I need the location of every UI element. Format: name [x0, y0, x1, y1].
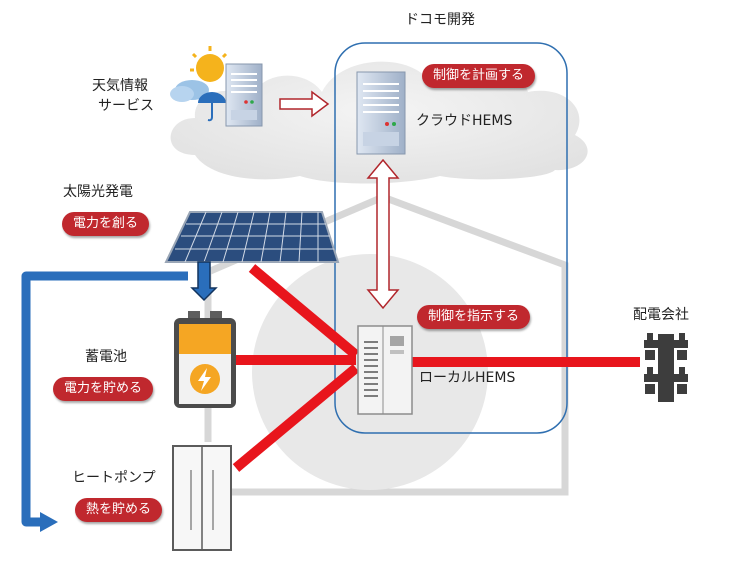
heat-pump-action-badge: 熱を貯める — [75, 498, 163, 523]
battery-label: 蓄電池 — [85, 349, 127, 365]
power-pole-icon — [644, 333, 688, 402]
solar-action-badge: 電力を創る — [62, 212, 150, 237]
solar-panel-icon — [164, 211, 340, 263]
cloud-hems-action-badge: 制御を計画する — [422, 64, 536, 89]
weather-label-line2: サービス — [98, 98, 154, 114]
weather-label-line1: 天気情報 — [92, 78, 148, 94]
cloud-small-icon — [170, 80, 209, 102]
server-icon-weather — [225, 63, 263, 127]
cloud-hems-label: クラウドHEMS — [416, 113, 513, 129]
battery-action-badge: 電力を貯める — [53, 377, 154, 402]
local-hems-icon — [357, 325, 413, 415]
server-icon-cloud-hems — [356, 71, 406, 155]
power-lines — [232, 264, 640, 472]
battery-icon — [174, 311, 236, 408]
cloud-local-double-arrow — [366, 158, 400, 310]
umbrella-icon — [198, 92, 226, 122]
docomo-dev-label: ドコモ開発 — [405, 12, 475, 28]
solar-to-battery-arrow — [190, 261, 218, 302]
utility-label: 配電会社 — [633, 307, 689, 323]
local-hems-label: ローカルHEMS — [419, 370, 516, 386]
heat-line — [21, 271, 188, 527]
heat-pump-label: ヒートポンプ — [72, 470, 156, 486]
heat-pump-icon — [172, 445, 232, 551]
solar-label: 太陽光発電 — [63, 184, 133, 200]
local-hems-action-badge: 制御を指示する — [417, 305, 531, 330]
heat-line-arrowhead — [40, 512, 58, 532]
docomo-dev-box — [334, 42, 568, 434]
sun-icon — [190, 46, 228, 82]
weather-to-cloud-arrow — [279, 90, 330, 118]
